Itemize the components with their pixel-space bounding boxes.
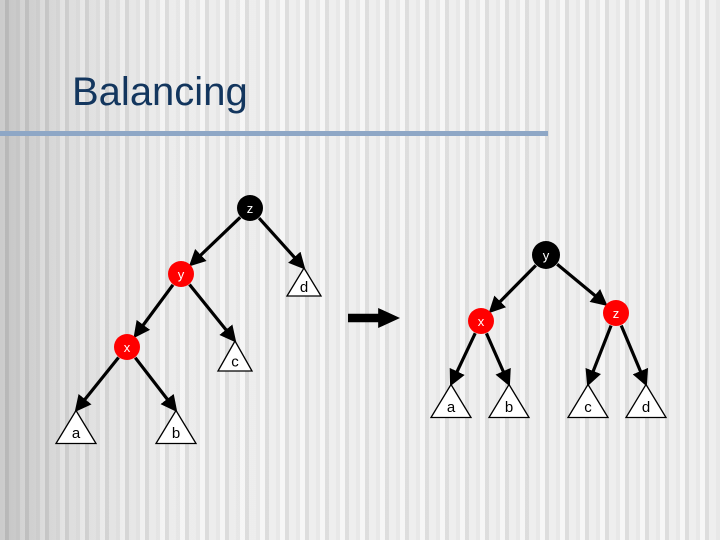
before-tree-edges — [74, 216, 306, 413]
tree-edge-z-y — [188, 216, 242, 267]
tree-node-z — [603, 300, 629, 326]
page-title: Balancing — [72, 70, 248, 114]
after-tree-subtrees: a b c d — [429, 383, 668, 419]
tree-edge-z-d — [619, 324, 649, 387]
subtree-triangle-c — [566, 383, 610, 419]
tree-node-x — [468, 308, 494, 334]
tree-edge-z-c — [585, 324, 613, 387]
subtree-label-a: a — [72, 425, 81, 442]
tree-node-label-x: x — [124, 340, 131, 355]
tree-edge-x-a — [449, 332, 477, 387]
subtree-label-b: b — [505, 399, 513, 416]
tree-node-label-y: y — [543, 248, 550, 263]
tree-edge-x-b — [133, 356, 178, 413]
subtree-label-c: c — [584, 399, 592, 416]
tree-edge-y-c — [188, 283, 237, 343]
before-tree-nodes: z y x — [114, 195, 263, 360]
tree-node-label-z: z — [247, 201, 254, 216]
rotation-arrow — [348, 308, 400, 328]
subtree-triangle-d — [285, 266, 323, 297]
tree-edge-x-a — [74, 356, 120, 413]
subtree-triangle-c — [216, 339, 254, 372]
tree-edge-x-b — [484, 332, 511, 387]
subtree-label-d: d — [300, 279, 308, 296]
title-block: Balancing — [72, 72, 632, 134]
title-underline-rule — [0, 131, 548, 136]
subtree-label-d: d — [642, 399, 650, 416]
tree-node-label-y: y — [178, 267, 185, 282]
after-tree-nodes: y x z — [468, 241, 629, 334]
subtree-label-a: a — [447, 399, 456, 416]
subtree-triangle-a — [429, 383, 473, 419]
tree-node-y — [168, 261, 194, 287]
tree-node-label-z: z — [613, 306, 620, 321]
tree-edge-y-z — [556, 263, 608, 307]
subtree-triangle-a — [54, 409, 98, 445]
tree-node-z — [237, 195, 263, 221]
subtree-label-c: c — [231, 354, 239, 371]
tree-node-x — [114, 334, 140, 360]
tree-edge-z-d — [257, 216, 306, 270]
before-tree-subtrees: d c a b — [54, 266, 323, 445]
tree-edge-y-x — [133, 283, 175, 339]
tree-node-y — [532, 241, 560, 269]
tree-edge-y-x — [488, 264, 537, 314]
subtree-triangle-b — [487, 383, 531, 419]
rotation-arrow-shape — [348, 308, 400, 328]
subtree-triangle-d — [624, 383, 668, 419]
after-tree-edges — [449, 263, 649, 387]
tree-node-label-x: x — [478, 314, 485, 329]
subtree-label-b: b — [172, 425, 180, 442]
subtree-triangle-b — [154, 409, 198, 445]
